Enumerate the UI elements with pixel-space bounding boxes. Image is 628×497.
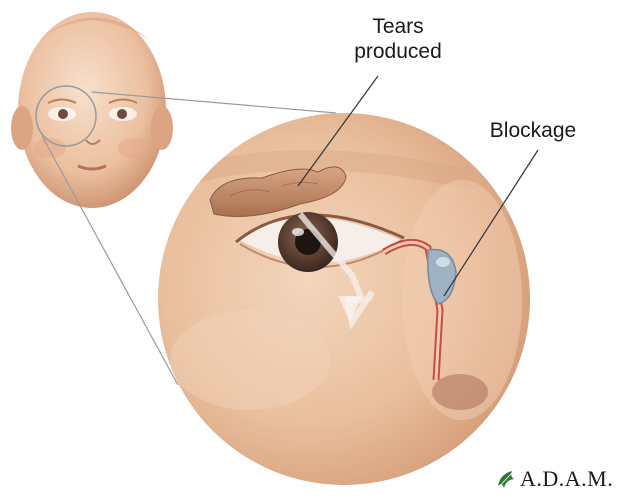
blockage-label: Blockage <box>478 118 588 143</box>
baby-head <box>11 12 173 208</box>
tears-produced-label: Tears produced <box>328 14 468 64</box>
adam-logo: A.D.A.M. <box>496 466 613 492</box>
logo-text: A.D.A.M. <box>520 466 613 492</box>
zoomed-eye-view <box>158 113 530 485</box>
leaf-logo-icon <box>496 468 518 490</box>
